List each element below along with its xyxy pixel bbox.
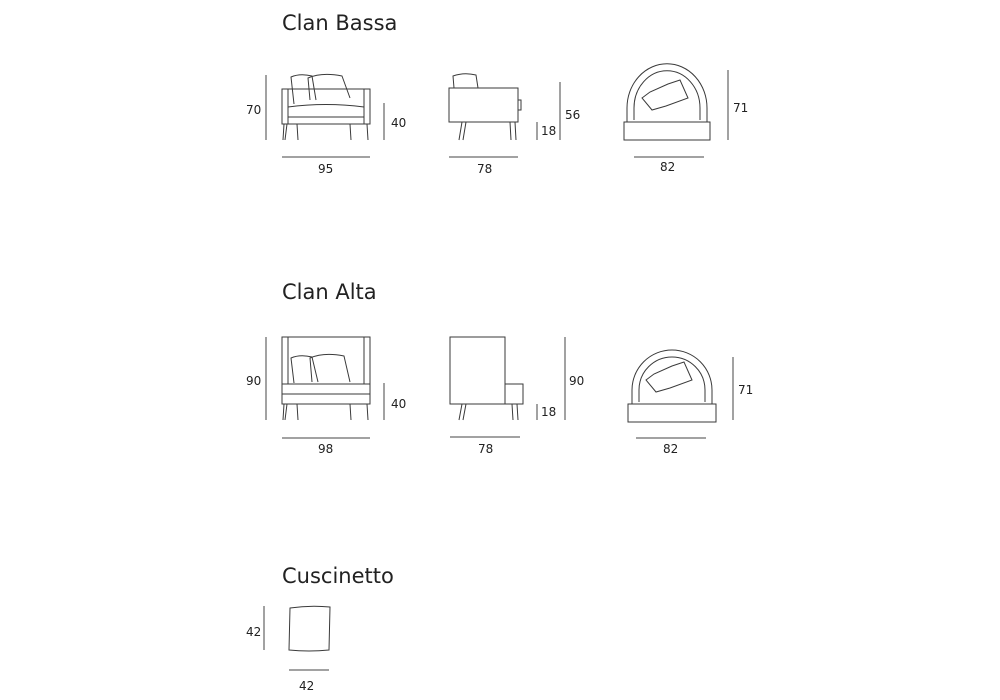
leg-height-label: 18 xyxy=(541,124,556,138)
width-label: 82 xyxy=(660,160,675,174)
height-label: 71 xyxy=(733,101,748,115)
arm-height-label: 56 xyxy=(565,108,580,122)
height-label: 71 xyxy=(738,383,753,397)
width-label: 82 xyxy=(663,442,678,456)
width-label: 42 xyxy=(299,679,314,693)
height-label: 42 xyxy=(246,625,261,639)
section-cuscinetto: Cuscinetto 42 42 xyxy=(246,564,394,693)
height-label: 90 xyxy=(246,374,261,388)
width-label: 98 xyxy=(318,442,333,456)
depth-label: 78 xyxy=(478,442,493,456)
width-label: 95 xyxy=(318,162,333,176)
section-title: Clan Bassa xyxy=(282,11,397,35)
top-view-drawing xyxy=(623,63,711,141)
section-clan-bassa: Clan Bassa 70 40 95 18 56 78 xyxy=(246,11,748,176)
section-title: Cuscinetto xyxy=(282,564,394,588)
side-view-drawing xyxy=(448,73,522,141)
side-view-drawing xyxy=(449,336,524,421)
seat-height-label: 40 xyxy=(391,397,406,411)
section-title: Clan Alta xyxy=(282,280,377,304)
height-label: 70 xyxy=(246,103,261,117)
leg-height-label: 18 xyxy=(541,405,556,419)
height-label: 90 xyxy=(569,374,584,388)
top-view-drawing xyxy=(627,349,717,423)
section-clan-alta: Clan Alta 90 40 98 18 90 78 xyxy=(246,280,753,456)
front-view-drawing xyxy=(281,336,371,421)
cushion-drawing xyxy=(288,605,331,652)
seat-height-label: 40 xyxy=(391,116,406,130)
depth-label: 78 xyxy=(477,162,492,176)
front-view-drawing xyxy=(281,73,371,141)
